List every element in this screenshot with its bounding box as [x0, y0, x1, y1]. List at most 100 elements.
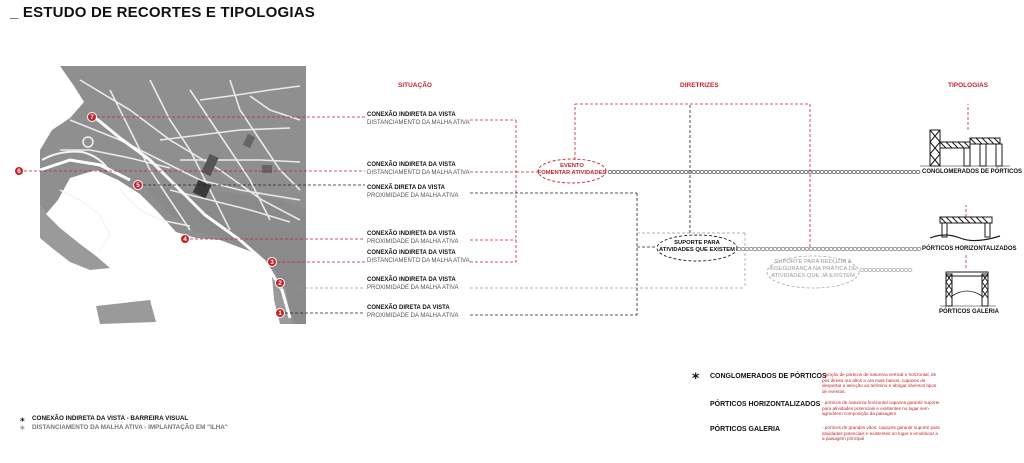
chain-link: [791, 170, 797, 174]
chain-link: [691, 170, 697, 174]
chain-link: [879, 170, 885, 174]
chain-link: [819, 170, 825, 174]
chain-link: [816, 247, 822, 251]
chain-link: [759, 170, 765, 174]
chain-link: [631, 170, 637, 174]
chain-link: [651, 170, 657, 174]
chain-link: [900, 247, 906, 251]
chain-link: [883, 170, 889, 174]
chain-link: [876, 247, 882, 251]
chain-link: [832, 247, 838, 251]
map-marker-2: 2: [275, 278, 285, 288]
map-marker-7: 7: [87, 112, 97, 122]
legend-item-1: CONEXÃO INDIRETA DA VISTA - BARREIRA VIS…: [32, 415, 189, 422]
chain-link: [731, 170, 737, 174]
chain-link: [852, 247, 858, 251]
chain-link: [683, 170, 689, 174]
chain-link: [796, 247, 802, 251]
chain-link: [863, 170, 869, 174]
chain-link: [835, 170, 841, 174]
conglomerados-icon: [920, 129, 1010, 167]
chain-link: [615, 170, 621, 174]
chain-link: [647, 170, 653, 174]
chain-link: [727, 170, 733, 174]
chain-link: [760, 247, 766, 251]
chain-link: [611, 170, 617, 174]
chain-link: [788, 247, 794, 251]
chain-link: [911, 170, 917, 174]
legend-item-2: DISTANCIAMENTO DA MALHA ATIVA - IMPLANTA…: [32, 424, 228, 431]
chain-link: [771, 170, 777, 174]
chain-link: [915, 170, 921, 174]
chain-link: [884, 247, 890, 251]
chain-link: [904, 247, 910, 251]
chain-link: [916, 247, 922, 251]
chain-link: [823, 170, 829, 174]
chain-link: [723, 170, 729, 174]
map-marker-3: 3: [267, 257, 277, 267]
chain-link: [795, 170, 801, 174]
map-marker-6: 6: [14, 166, 24, 176]
chain-link: [776, 247, 782, 251]
chain-link: [768, 247, 774, 251]
chain-link: [883, 268, 889, 272]
chain-link: [843, 170, 849, 174]
chain-link: [907, 268, 913, 272]
chain-link: [667, 170, 673, 174]
chain-link: [804, 247, 810, 251]
map-marker-1: 1: [275, 308, 285, 318]
grey-connectors: [280, 232, 746, 289]
map-marker-5: 5: [133, 180, 143, 190]
chain-link: [875, 268, 881, 272]
column-header-diretrizes: DIRETRIZES: [680, 82, 719, 89]
column-header-situacao: SITUAÇÃO: [398, 82, 432, 89]
chain-link: [891, 268, 897, 272]
definition-desc-1: - junção de pórticos de natureza vertica…: [822, 372, 937, 394]
evento-ellipse: [537, 158, 607, 184]
chain-link: [755, 170, 761, 174]
chain-link: [719, 170, 725, 174]
chain-link: [715, 170, 721, 174]
chain-link: [747, 170, 753, 174]
definition-desc-3: - pórticos de grandes vãos, capazes gara…: [822, 425, 940, 442]
chain-link: [860, 247, 866, 251]
city-map: [39, 66, 306, 324]
chain-link: [867, 268, 873, 272]
chain-link: [831, 170, 837, 174]
porticos-horizontalizados-icon: [929, 216, 1001, 242]
chain-link: [695, 170, 701, 174]
chain-link: [655, 170, 661, 174]
definition-name-2: PÓRTICOS HORIZONTALIZADOS: [710, 401, 821, 408]
chain-link: [711, 170, 717, 174]
chain-link: [844, 247, 850, 251]
chain-link: [635, 170, 641, 174]
typology-conglomerados: CONGLOMERADOS DE PÓRTICOS: [922, 169, 1023, 175]
situation-connectors: [19, 103, 969, 268]
chain-link: [820, 247, 826, 251]
suporte-ellipse: [656, 234, 738, 262]
chain-link: [671, 170, 677, 174]
chain-link: [855, 170, 861, 174]
definition-desc-2: - pórticos de natureza horizontal capaze…: [822, 400, 940, 417]
chain-link: [867, 170, 873, 174]
chain-link: [899, 268, 905, 272]
chain-link: [851, 170, 857, 174]
chain-link: [811, 170, 817, 174]
chain-link: [775, 170, 781, 174]
asterisk-icon: *: [692, 371, 700, 387]
chain-link: [887, 268, 893, 272]
chain-link: [908, 247, 914, 251]
chain-link: [739, 170, 745, 174]
chain-link: [903, 170, 909, 174]
chain-link: [743, 170, 749, 174]
chain-link: [859, 170, 865, 174]
chain-link: [895, 268, 901, 272]
chain-link: [827, 170, 833, 174]
chain-link: [751, 170, 757, 174]
